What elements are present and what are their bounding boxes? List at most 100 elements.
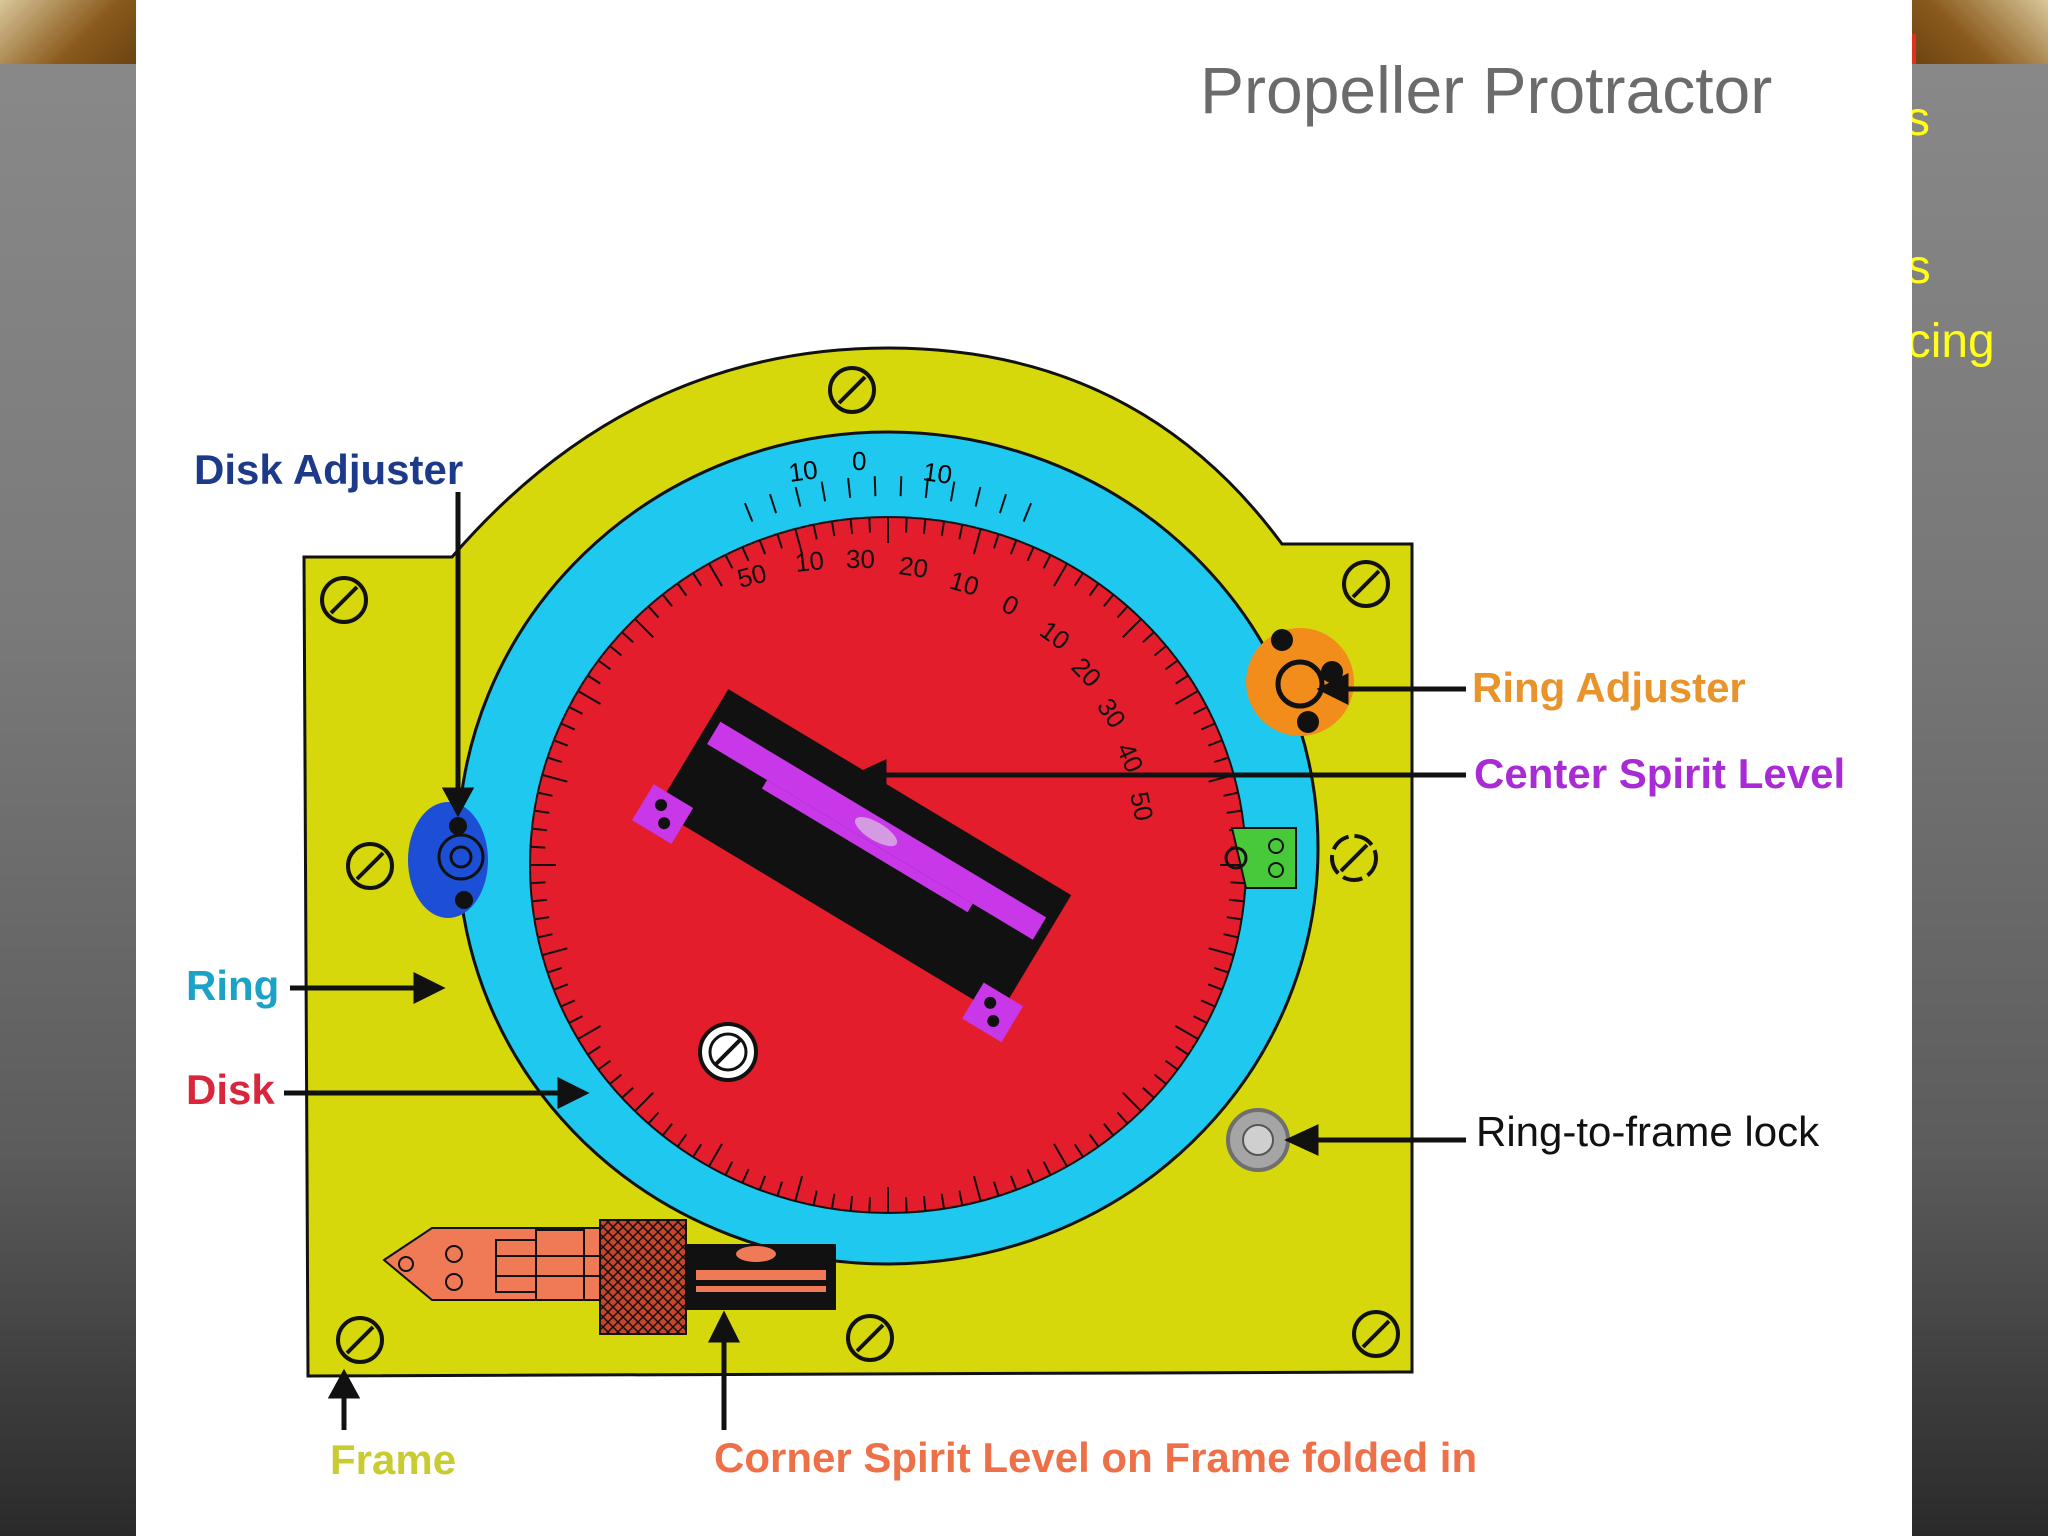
disk-tick <box>1103 593 1115 607</box>
ring-tick <box>873 476 877 497</box>
disk-tick <box>634 1091 654 1112</box>
disk-tick <box>568 1015 583 1024</box>
disk-tick <box>1122 618 1142 639</box>
ring-to-frame-lock <box>1226 1108 1290 1172</box>
screw-icon <box>1330 834 1378 882</box>
ring-tick <box>949 481 956 502</box>
disk-tick <box>1116 605 1129 619</box>
disk-tick <box>776 1181 783 1197</box>
knurl-line <box>600 1220 671 1292</box>
disk-tick <box>647 1111 660 1125</box>
screw-heads <box>320 366 1400 1364</box>
disk-tick <box>1164 1059 1179 1071</box>
disk-tick <box>692 1143 703 1158</box>
knurl-line <box>600 1220 621 1242</box>
disk-tick <box>1223 933 1239 939</box>
disk-tick <box>1164 659 1179 671</box>
screw-icon <box>336 1316 384 1364</box>
knurl-line <box>615 1262 686 1334</box>
knurl-line <box>655 1302 686 1334</box>
disk-tick <box>993 533 1000 549</box>
screw-icon <box>846 1314 894 1362</box>
background-photo-right <box>1912 0 2048 64</box>
ring-adjuster <box>1246 628 1354 736</box>
disk-tick <box>676 1133 688 1148</box>
disk-tick <box>905 517 908 533</box>
disk-tick <box>708 563 723 587</box>
disk-tick <box>541 773 568 783</box>
disk-scale-number: 30 <box>846 544 875 574</box>
knurl-line <box>600 1220 631 1252</box>
disk-tick <box>1042 1161 1052 1176</box>
disk-tick <box>553 739 569 747</box>
disk-tick <box>560 999 576 1008</box>
protractor-diagram: 10 0 10 50 10 30 20 10 0 10 20 30 40 50 <box>284 346 1466 1430</box>
disk-tick <box>1073 1143 1084 1158</box>
disk-tick <box>577 1025 602 1040</box>
disk-tick <box>849 1196 854 1212</box>
pointer-lines <box>284 492 1466 1430</box>
knurl-line <box>600 1220 681 1302</box>
disk-scale-number: 50 <box>1124 789 1159 824</box>
disk-tick <box>1153 645 1167 657</box>
center-spirit-level <box>632 689 1072 1043</box>
disk-tick <box>1042 554 1052 569</box>
disk-tick <box>1009 1175 1018 1191</box>
disk-tick <box>621 1087 634 1099</box>
disk-tick <box>741 546 750 562</box>
disk-tick <box>647 605 660 619</box>
knurl-line <box>625 1272 686 1334</box>
disk-tick <box>922 1196 927 1212</box>
disk-tick <box>831 1193 836 1209</box>
disk-tick <box>560 722 576 731</box>
disk-tick <box>812 1190 818 1206</box>
knurl-line <box>600 1292 641 1334</box>
disk-tick <box>568 706 583 715</box>
label-ring: Ring <box>186 962 280 1009</box>
ring-tick <box>924 477 929 499</box>
knurled-knob <box>600 1220 686 1334</box>
disk-tick <box>1208 947 1235 957</box>
disk-tick <box>1088 582 1100 597</box>
disk-tick <box>547 966 563 974</box>
disk-tick <box>661 1123 673 1137</box>
label-disk: Disk <box>186 1066 275 1113</box>
disk-tick <box>1103 1123 1115 1137</box>
knurl-line <box>635 1282 686 1334</box>
screw-icon <box>828 366 876 414</box>
disk-tick <box>812 524 818 540</box>
disk-tick <box>1200 999 1216 1008</box>
disk-tick <box>534 809 550 814</box>
disk-tick <box>1142 631 1155 643</box>
knurl-line <box>600 1220 641 1262</box>
disk-tick <box>831 521 836 537</box>
disk-tick <box>676 582 688 597</box>
label-frame: Frame <box>330 1436 457 1483</box>
label-ring-adjuster: Ring Adjuster <box>1472 664 1746 711</box>
disk-tick <box>1175 1045 1189 1056</box>
disk-tick <box>541 947 568 957</box>
disk-tick <box>609 1073 623 1085</box>
knurl-line <box>600 1312 621 1334</box>
knurl-line <box>605 1252 686 1334</box>
label-disk-adjuster: Disk Adjuster <box>194 446 464 493</box>
disk-adjuster <box>408 802 488 918</box>
disk-tick <box>621 631 634 643</box>
ring-tick <box>1022 502 1033 522</box>
disk-tick <box>794 528 804 555</box>
disk-tick <box>1223 791 1239 797</box>
knurl-line <box>600 1282 651 1334</box>
disk-tick <box>1142 1087 1155 1099</box>
disk-tick <box>609 645 623 657</box>
ring-tick <box>769 493 778 514</box>
ring-scale-number: 10 <box>921 456 954 490</box>
disk-tick <box>531 827 548 832</box>
disk-scale-number: 50 <box>734 558 769 594</box>
screw-icon <box>320 576 368 624</box>
disk-tick <box>597 1059 612 1071</box>
background-photo-left <box>0 0 136 64</box>
disk-tick <box>537 791 553 797</box>
disk-tick <box>587 1045 601 1056</box>
disk-tick <box>868 517 871 533</box>
disk-tick <box>993 1181 1000 1197</box>
